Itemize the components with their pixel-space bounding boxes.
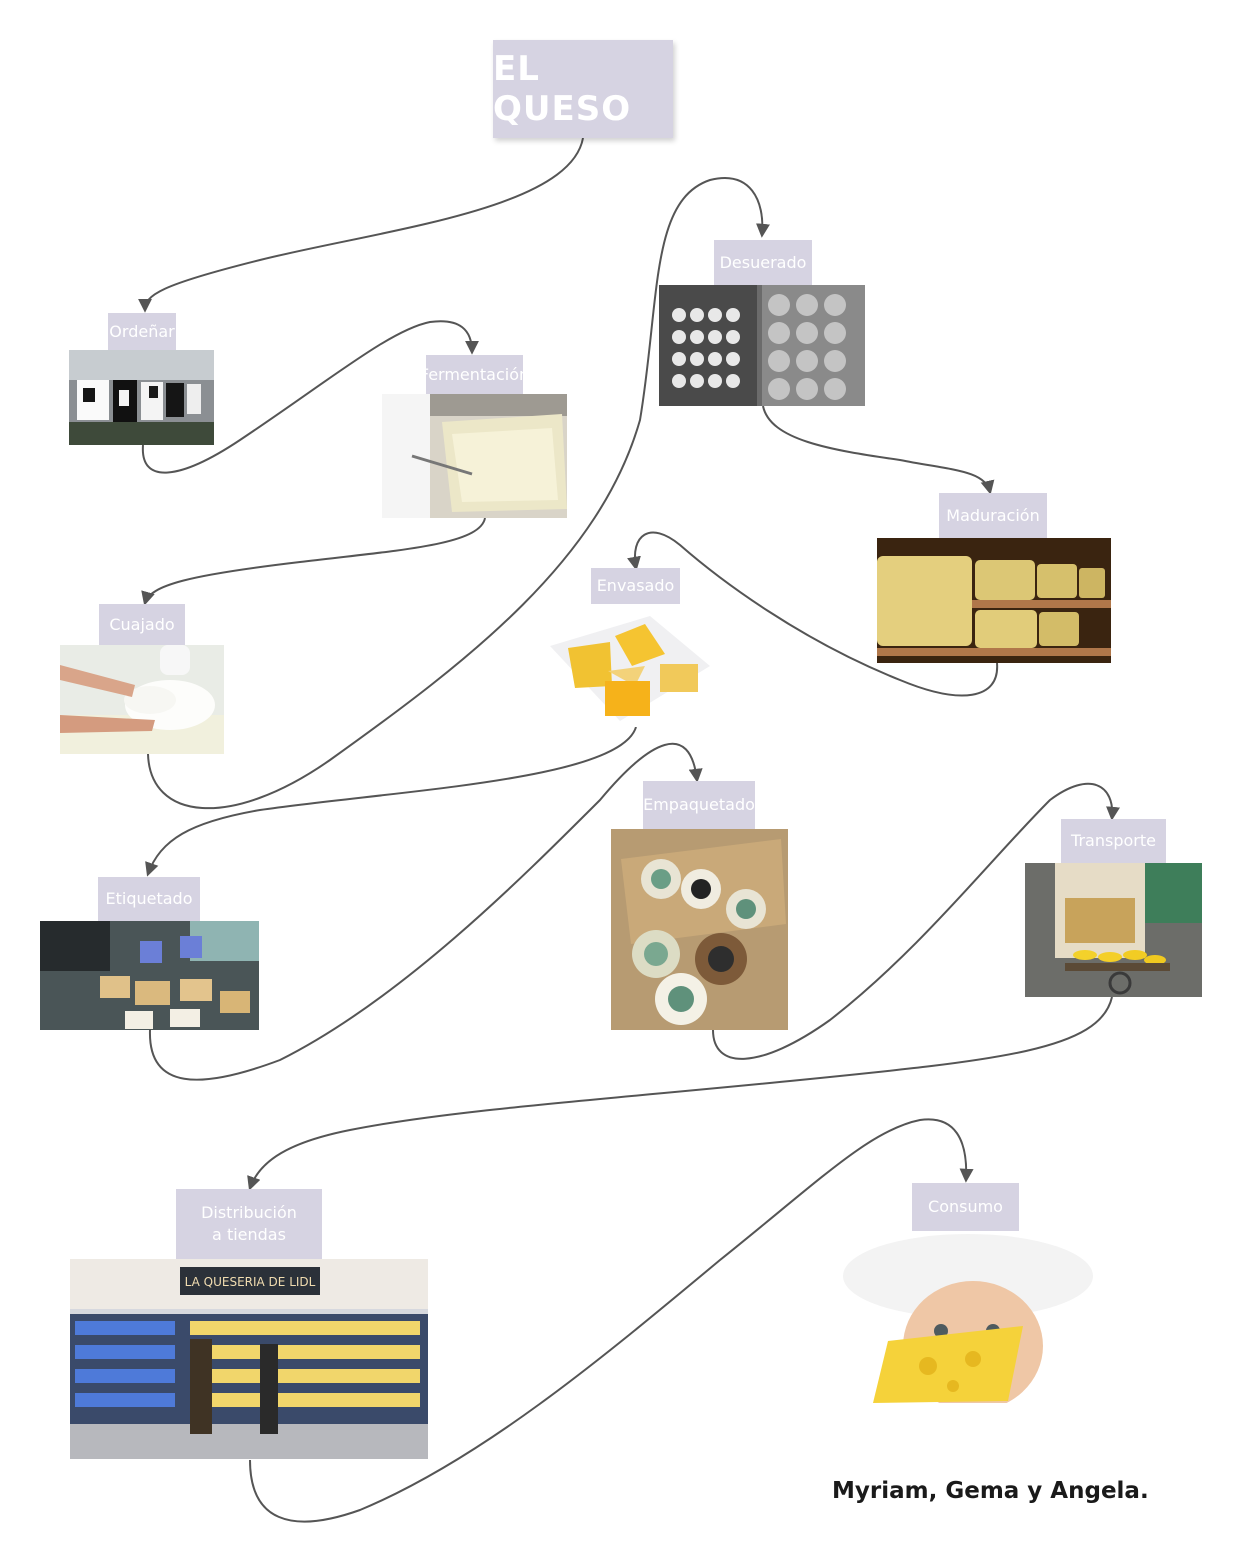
connector-envasado-to-etiquetado <box>145 726 637 877</box>
photo-labeling-cheese <box>40 921 259 1030</box>
photo-curdling-hands <box>60 645 224 754</box>
photo-milking-cows <box>69 350 214 445</box>
photo-cheese-truck <box>1025 863 1202 997</box>
label-empaquetado: Empaquetado <box>643 781 755 829</box>
label-distribucion: Distribución a tiendas <box>176 1189 322 1259</box>
store-sign-text: LA QUESERIA DE LIDL <box>185 1275 316 1289</box>
connector-etiquetado-to-empaquetado <box>148 742 703 1081</box>
connector-desuerado-to-maduracion <box>762 405 995 495</box>
photo-draining-molds <box>659 285 865 406</box>
label-consumo: Consumo <box>912 1183 1019 1231</box>
label-desuerado: Desuerado <box>714 240 812 285</box>
photo-fermentation-vat <box>382 394 567 518</box>
connector-fermentacion-to-cuajado <box>141 517 486 606</box>
connector-transporte-to-distribucion <box>247 996 1113 1191</box>
connector-distribucion-to-consumo <box>249 1118 974 1523</box>
photo-vacuum-packed-cheese <box>540 606 718 727</box>
label-etiquetado: Etiquetado <box>98 877 200 921</box>
title-text: EL QUESO <box>493 49 632 129</box>
label-fermentacion: Fermentación <box>420 355 529 394</box>
label-transporte: Transporte <box>1061 819 1166 863</box>
label-envasado: Envasado <box>591 568 680 604</box>
connector-empaquetado-to-transporte <box>712 782 1120 1060</box>
photo-baby-eating-cheese <box>833 1231 1105 1403</box>
label-ordenar: Ordeñar <box>108 313 176 350</box>
connector-cuajado-to-desuerado <box>147 177 770 810</box>
connector-maduracion-to-envasado <box>627 531 999 697</box>
title-node: EL QUESO <box>493 40 673 138</box>
photo-aging-cheese-shelves <box>877 538 1111 663</box>
authors-credit: Myriam, Gema y Angela. <box>832 1478 1149 1504</box>
label-maduracion: Maduración <box>939 493 1047 538</box>
photo-supermarket-shelves: LA QUESERIA DE LIDL <box>70 1259 428 1459</box>
connector-title-to-ordenar <box>138 137 584 313</box>
label-cuajado: Cuajado <box>99 604 185 645</box>
connector-ordenar-to-fermentacion <box>141 320 479 474</box>
photo-boxed-cheese <box>611 829 788 1030</box>
